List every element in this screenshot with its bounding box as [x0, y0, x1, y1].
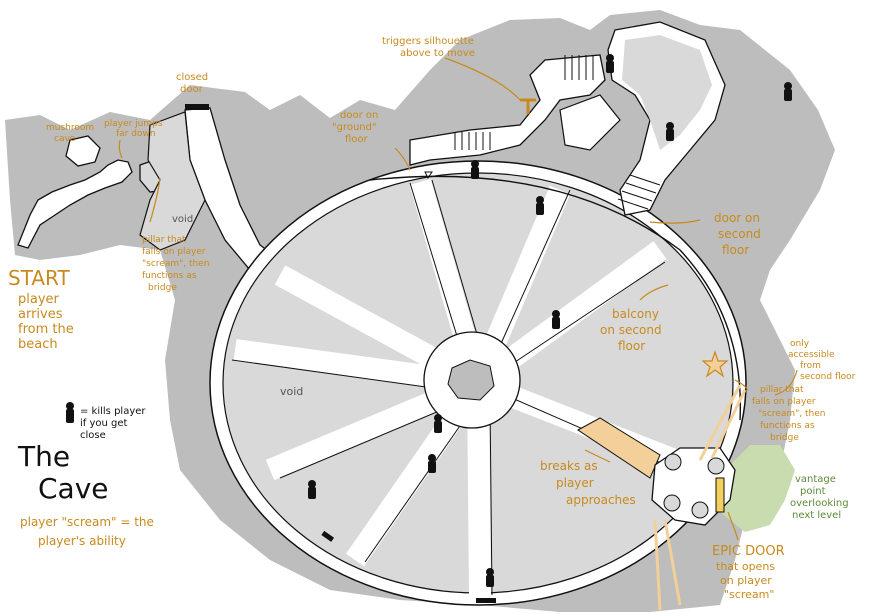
note-line: vantage — [795, 474, 836, 485]
note-line: "scream" — [724, 588, 774, 601]
note-line: falls on player — [142, 247, 206, 257]
start-desc-line: arrives — [18, 307, 63, 322]
note-line: door — [180, 84, 204, 95]
legend: = kills player if you get close — [80, 406, 146, 441]
note-line: far down — [116, 129, 156, 139]
silhouette-icon — [536, 196, 544, 215]
breakable-bridge — [577, 417, 661, 479]
subtitle-line1: player "scream" = the — [20, 515, 154, 529]
note-line: point — [800, 486, 826, 497]
note-line: only — [790, 339, 810, 349]
silhouette-icon — [486, 568, 494, 587]
start-desc-line: from the — [18, 322, 74, 337]
note-line: floor — [722, 243, 749, 257]
main-chamber — [209, 160, 747, 606]
balcony-note: balcony on second floor — [600, 307, 662, 353]
note-line: floor — [345, 134, 369, 145]
closed-door-icon — [185, 104, 209, 110]
pillar-note-right: pillar that falls on player "scream", th… — [752, 385, 825, 443]
note-line: approaches — [566, 493, 636, 507]
note-line: player jumps — [104, 119, 163, 129]
annotation-leaders — [118, 57, 798, 541]
note-line: door on — [714, 211, 760, 225]
only-accessible-note: only accessible from second floor — [788, 339, 856, 382]
note-line: mushroom — [46, 123, 94, 133]
note-line: door on — [340, 110, 378, 121]
note-line: that opens — [716, 560, 775, 573]
start-description: player arrives from the beach — [18, 292, 74, 352]
start-desc-line: player — [18, 292, 60, 307]
silhouette-icon — [784, 82, 792, 101]
upper-tower — [409, 21, 726, 216]
epic-door-note: EPIC DOOR that opens on player "scream" — [712, 544, 785, 601]
note-line: overlooking — [790, 498, 849, 509]
note-line: second — [718, 227, 761, 241]
silhouette-icon — [471, 160, 479, 179]
legend-line: = kills player — [80, 406, 146, 417]
note-line: on player — [720, 574, 772, 587]
legend-line: if you get — [80, 418, 128, 429]
door-icon — [321, 530, 335, 542]
silhouette-icon — [434, 414, 442, 433]
note-line: functions as — [142, 271, 197, 281]
note-line: pillar that — [760, 385, 804, 395]
note-line: floor — [618, 339, 645, 353]
note-line: above to move — [400, 48, 475, 59]
pillar-note-left: pillar that falls on player "scream", th… — [142, 235, 209, 293]
note-line: bridge — [148, 283, 177, 293]
note-line: "scream", then — [142, 259, 209, 269]
door-icon — [476, 598, 496, 603]
title-line1: The — [17, 440, 70, 473]
silhouette-icons — [66, 54, 792, 587]
silhouette-icon — [308, 480, 316, 499]
triggers-note: triggers silhouette above to move — [382, 36, 475, 59]
start-label: START — [8, 266, 70, 290]
star-icon — [701, 350, 729, 378]
legend-line: close — [80, 430, 106, 441]
note-line: breaks as — [540, 459, 598, 473]
stairs-icon — [454, 55, 661, 210]
epic-door-icon — [715, 477, 725, 513]
pillar-bridge-right — [653, 384, 747, 611]
note-line: balcony — [612, 307, 659, 321]
void-label: void — [172, 214, 193, 225]
start-desc-line: beach — [18, 337, 58, 352]
silhouette-icon — [666, 122, 674, 141]
silhouette-icon — [606, 54, 614, 73]
note-line: next level — [792, 510, 841, 521]
note-line: falls on player — [752, 397, 816, 407]
note-line: "ground" — [332, 122, 377, 133]
title-line2: Cave — [38, 472, 109, 505]
vantage-note: vantage point overlooking next level — [790, 474, 849, 521]
void-label: void — [280, 385, 303, 398]
note-line: from — [800, 361, 821, 371]
note-line: functions as — [760, 421, 815, 431]
legend-silhouette-icon — [66, 402, 74, 423]
door-icon — [424, 171, 433, 179]
breaks-note: breaks as player approaches — [540, 459, 636, 507]
closed-door-note: closed door — [176, 72, 208, 95]
note-line: cave — [54, 134, 76, 144]
door-ground-note: door on "ground" floor — [332, 110, 378, 145]
note-line: "scream", then — [758, 409, 825, 419]
note-line: closed — [176, 72, 208, 83]
silhouette-icon — [428, 454, 436, 473]
jumps-note: player jumps far down — [104, 119, 163, 139]
note-line: bridge — [770, 433, 799, 443]
epic-door-room — [651, 447, 736, 526]
note-line: player — [556, 476, 594, 490]
note-line: pillar that — [142, 235, 186, 245]
silhouette-icon — [552, 310, 560, 329]
note-line: EPIC DOOR — [712, 544, 785, 559]
note-line: accessible — [788, 350, 835, 360]
subtitle-line2: player's ability — [38, 534, 126, 548]
note-line: on second — [600, 323, 662, 337]
mushroom-note: mushroom cave — [46, 123, 94, 144]
vantage-point-area — [720, 445, 795, 532]
note-line: triggers silhouette — [382, 36, 474, 47]
note-line: second floor — [800, 372, 856, 382]
door-second-note: door on second floor — [714, 211, 761, 257]
